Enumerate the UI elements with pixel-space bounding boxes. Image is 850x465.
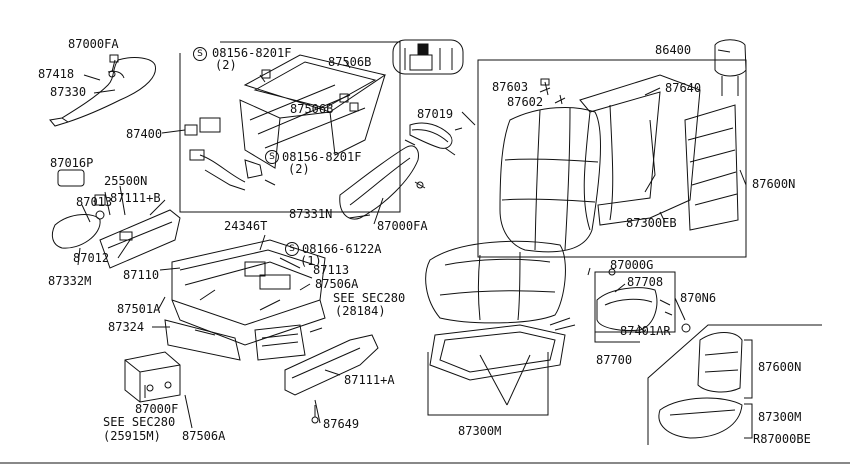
part-label-87332m: 87332M (48, 274, 92, 288)
part-label-87110: 87110 (123, 268, 160, 282)
part-label-08166: 08166-6122A (302, 242, 382, 256)
part-label-87600n-b: 87600N (758, 360, 802, 374)
trim-87111B (99, 209, 181, 269)
part-label-87501a: 87501A (117, 302, 161, 316)
seat-frame-box (179, 41, 401, 213)
part-label-87640: 87640 (665, 81, 702, 95)
seat-cushion-small (658, 397, 743, 439)
part-label-87602: 87602 (507, 95, 544, 109)
part-label-08166-qty: (1) (300, 254, 322, 268)
note-see-sec-280-b-ref: (25915M) (103, 429, 161, 443)
part-label-87506a-b: 87506A (182, 429, 226, 443)
part-label-24346t: 24346T (224, 219, 268, 233)
diagram-code: R87000BE (753, 432, 811, 446)
bracket-87600N-b (744, 339, 753, 399)
part-label-87000fa-mid: 87000FA (377, 219, 428, 233)
part-label-87506b-a: 87506B (328, 55, 372, 69)
part-label-08156-a: 08156-8201F (212, 46, 292, 60)
part-label-87300m-a: 87300M (458, 424, 502, 438)
part-label-87016p: 87016P (50, 156, 94, 170)
part-label-87324: 87324 (108, 320, 145, 334)
part-label-87331n: 87331N (289, 207, 333, 221)
trim-87324 (164, 319, 241, 361)
seat-back-frame (579, 74, 701, 226)
part-label-87000g: 87000G (610, 258, 654, 272)
cushion-heater-box (594, 271, 676, 333)
trim-87111A (284, 334, 379, 396)
part-label-87708: 87708 (627, 275, 664, 289)
sensor-87016P (57, 169, 85, 187)
part-label-870n6: 870N6 (680, 291, 717, 305)
part-label-87506a-a: 87506A (315, 277, 359, 291)
side-cover-87331N (339, 145, 419, 220)
bolt-symbol-08156-b: S (265, 150, 279, 164)
part-label-87113: 87113 (313, 263, 350, 277)
seat-back-trim (499, 106, 602, 253)
bracket-87300M (427, 352, 549, 416)
location-inset (392, 39, 464, 75)
part-label-87506b-b: 87506B (290, 102, 334, 116)
part-label-87000f: 87000F (135, 402, 179, 416)
seat-cushion (425, 240, 566, 324)
part-label-08156-a-qty: (2) (215, 58, 237, 72)
note-see-sec-280-b: SEE SEC280 (103, 415, 176, 429)
part-label-87700: 87700 (596, 353, 633, 367)
part-label-87330: 87330 (50, 85, 87, 99)
cushion-heater-87700 (596, 287, 658, 331)
part-label-87401ar: 87401AR (620, 324, 671, 338)
bolt-symbol-08166: S (285, 242, 299, 256)
part-label-87603: 87603 (492, 80, 529, 94)
part-label-08156-b: 08156-8201F (282, 150, 362, 164)
cushion-frame (429, 324, 566, 381)
seat-back-box (477, 59, 747, 258)
seat-back-small (697, 332, 743, 393)
part-label-87300eb: 87300EB (626, 216, 677, 230)
note-see-sec-280-a-ref: (28184) (335, 304, 386, 318)
part-label-87013: 87013 (76, 195, 113, 209)
part-label-87000fa: 87000FA (68, 37, 119, 51)
part-label-87012: 87012 (73, 251, 110, 265)
part-label-87111b: 87111+B (110, 191, 161, 205)
bracket-87700 (594, 332, 640, 343)
part-label-86400: 86400 (655, 43, 692, 57)
module-87000F (124, 351, 181, 403)
wire-harness-87019 (409, 122, 453, 149)
part-label-08156-b-qty: (2) (288, 162, 310, 176)
part-label-87400: 87400 (126, 127, 163, 141)
seat-back-pad (684, 104, 739, 231)
bolt-symbol-08156-a: S (193, 47, 207, 61)
cover-87332M (51, 214, 101, 249)
bracket-87300M-b (744, 403, 753, 439)
part-label-87019: 87019 (417, 107, 454, 121)
seat-control-unit (254, 324, 306, 361)
recliner-lever-87330 (61, 57, 157, 123)
part-label-87600n-a: 87600N (752, 177, 796, 191)
part-label-25500n: 25500N (104, 174, 148, 188)
part-label-87649: 87649 (323, 417, 360, 431)
note-see-sec-280-a: SEE SEC280 (333, 291, 406, 305)
lower-right-frame (647, 324, 822, 445)
part-label-87418: 87418 (38, 67, 75, 81)
part-label-87300m-b: 87300M (758, 410, 802, 424)
part-label-87111a: 87111+A (344, 373, 395, 387)
headrest-86400 (714, 39, 747, 77)
